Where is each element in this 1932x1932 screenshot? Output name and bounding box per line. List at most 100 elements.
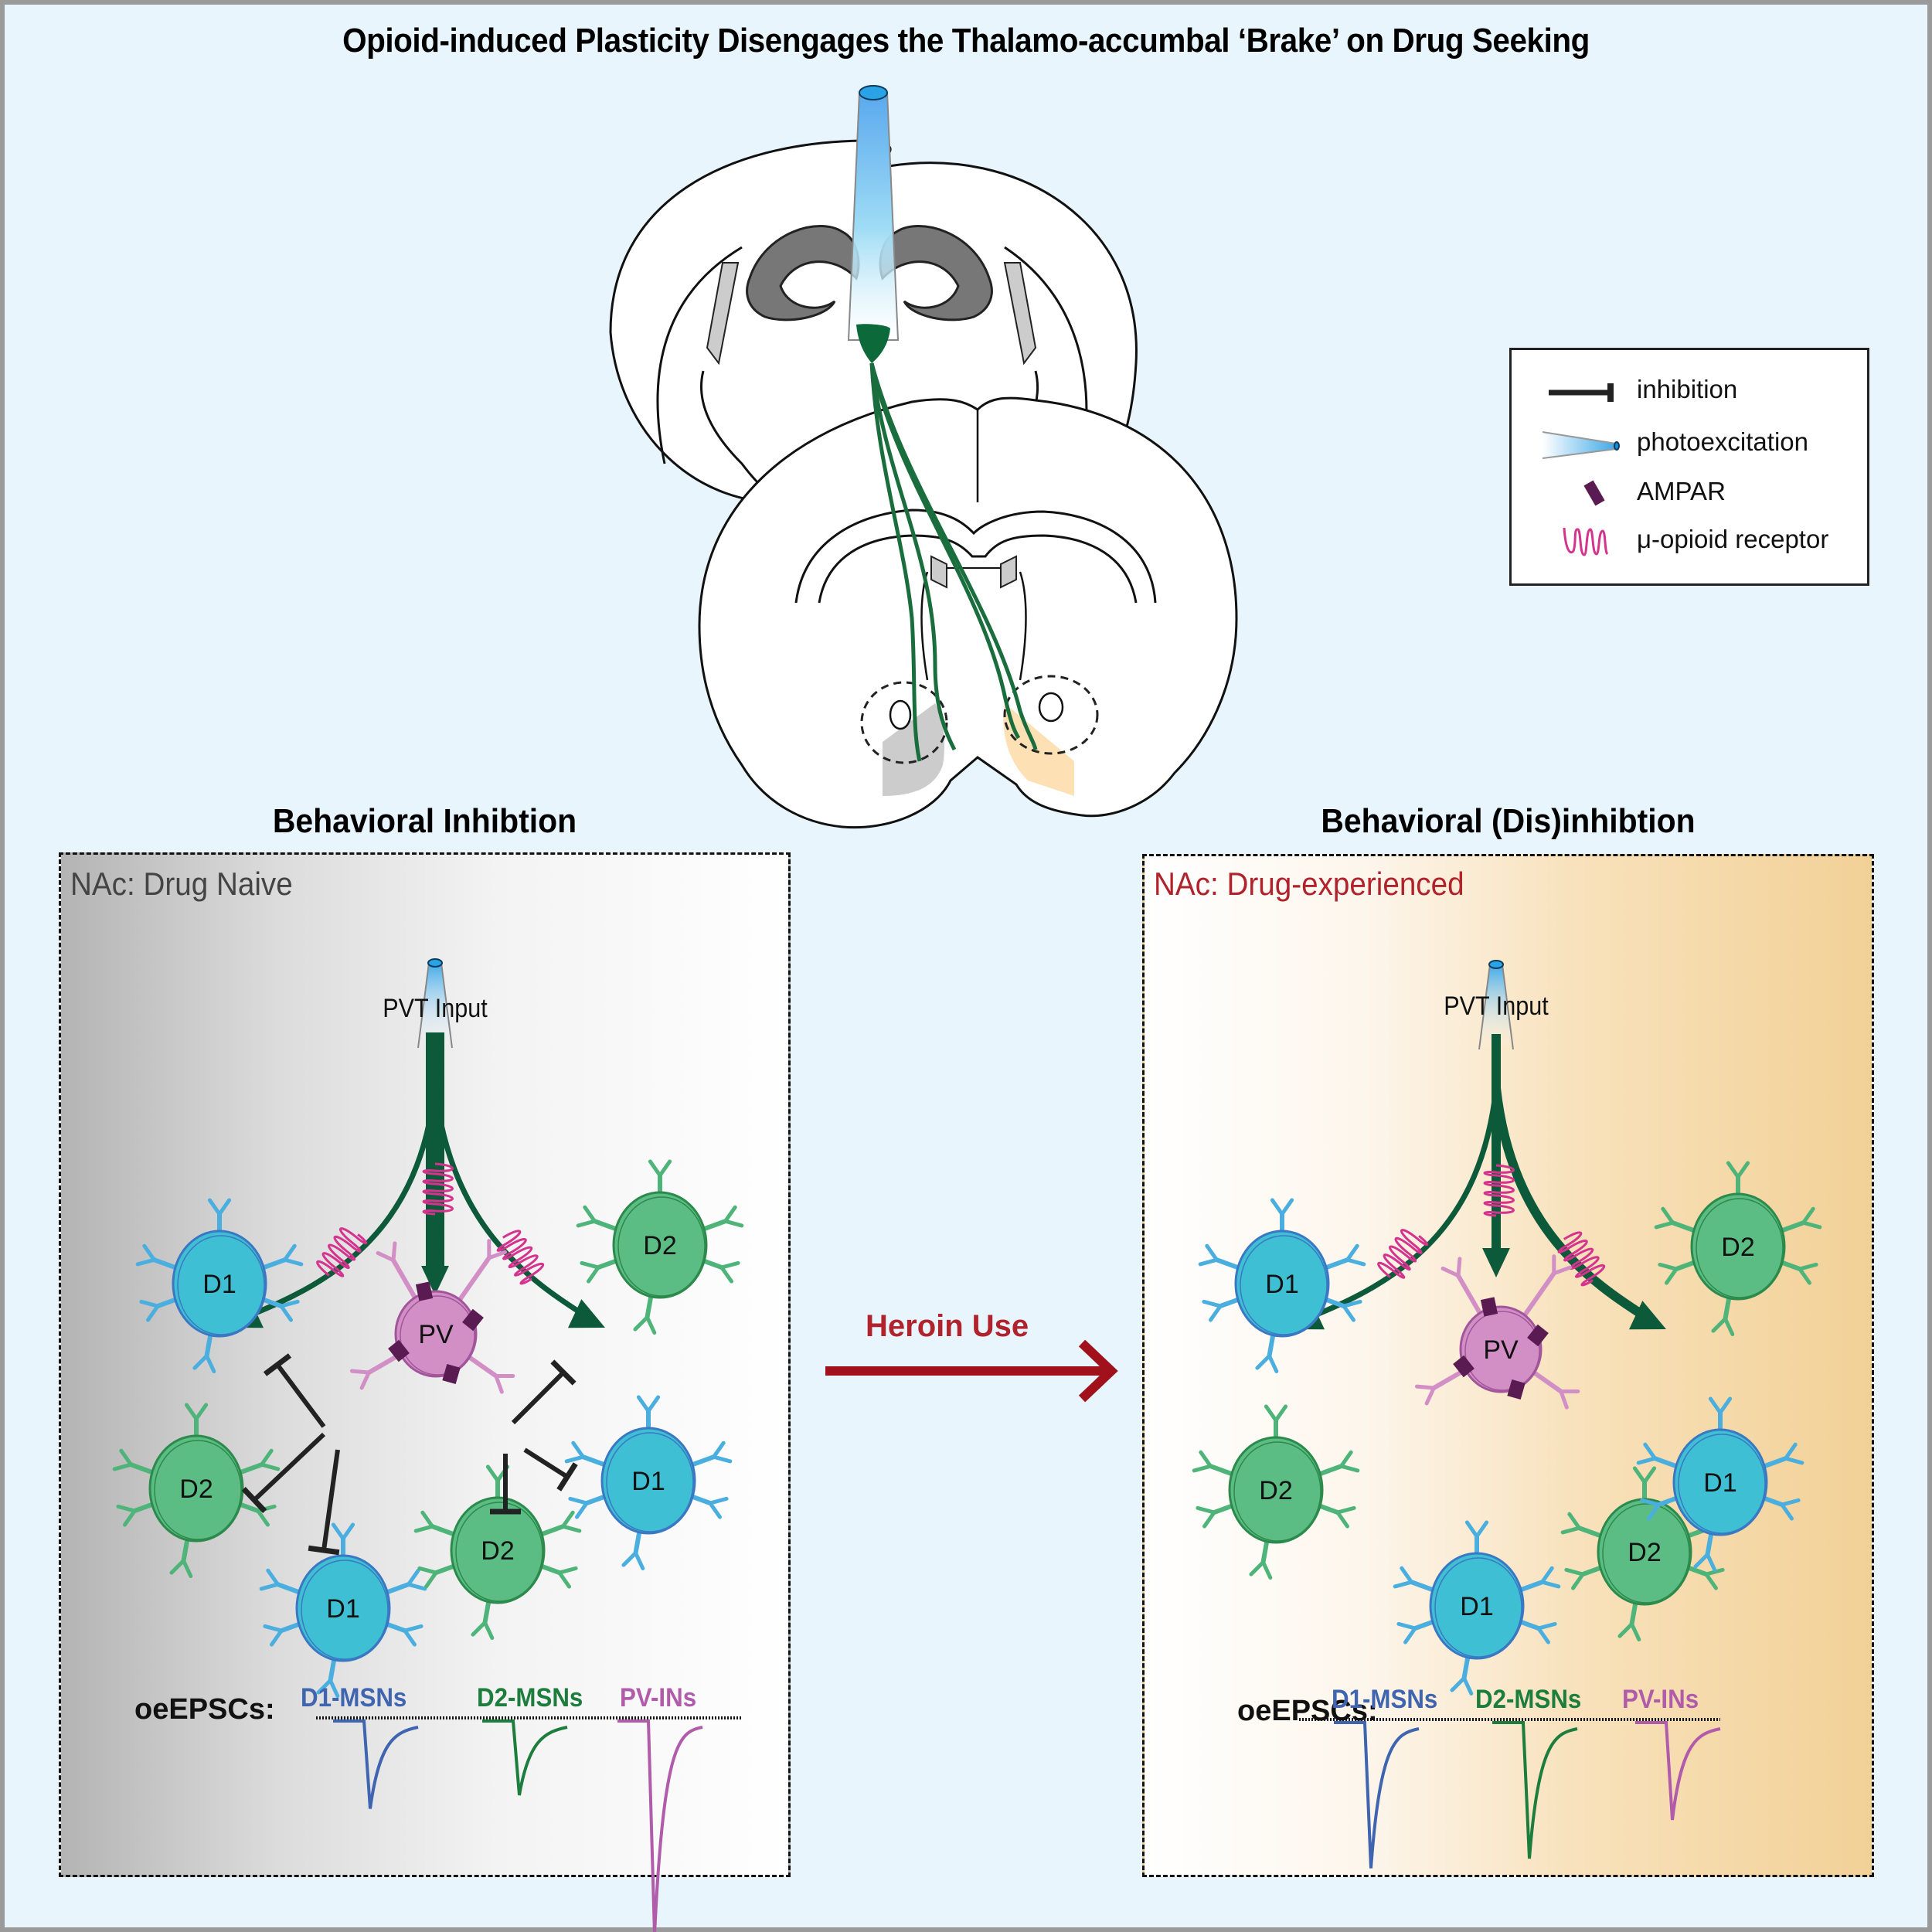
oeepsc-trace-d2	[1492, 1721, 1578, 1859]
panel-label: NAc: Drug-experienced	[1154, 866, 1464, 902]
ampar-icon	[442, 1363, 461, 1385]
neuron-label: D1	[326, 1594, 359, 1624]
d2-neuron: D2	[112, 1403, 281, 1578]
oeepscs-label: oeEPSCs:	[134, 1693, 275, 1726]
trace-label-d2: D2-MSNs	[477, 1683, 583, 1713]
neuron-label: D1	[202, 1270, 236, 1299]
d2-neuron: D2	[413, 1464, 582, 1640]
oeepsc-trace-d1	[1334, 1721, 1420, 1869]
neuron-label: D2	[1259, 1476, 1292, 1505]
neuron-label: D2	[643, 1231, 676, 1260]
inhibition-icon	[308, 1449, 340, 1556]
inhibition-icon	[511, 1359, 577, 1425]
neuron-label: D2	[481, 1536, 514, 1566]
ampar-icon	[388, 1339, 410, 1362]
oeepsc-trace-d2	[482, 1719, 568, 1796]
nac-core-shell-left	[883, 703, 944, 796]
ampar-icon	[1507, 1379, 1526, 1400]
d1-neuron: D1	[135, 1198, 304, 1373]
ampar-icon	[1583, 480, 1605, 506]
legend-label: inhibition	[1637, 375, 1738, 403]
photoexcitation-icon	[417, 958, 453, 1049]
ampar-icon	[1480, 1297, 1498, 1317]
figure-title: Opioid-induced Plasticity Disengages the…	[342, 22, 1590, 60]
pathway-to-d1	[240, 1086, 438, 1321]
transition-arrow-icon	[825, 1339, 1118, 1403]
mu-opioid-receptor-icon	[316, 1227, 368, 1277]
legend-item-ampar: AMPAR	[1512, 472, 1867, 519]
pvt-nucleus	[856, 324, 890, 363]
neuron-label: D1	[1265, 1270, 1298, 1299]
photoexcitation-icon	[1542, 431, 1620, 459]
d2-neuron: D2	[1654, 1161, 1822, 1336]
inhibition-icon	[263, 1353, 326, 1428]
left-panel-heading: Behavioral Inhibtion	[272, 802, 577, 840]
oeepsc-trace-d1	[333, 1719, 419, 1809]
oeepsc-trace-pv	[1635, 1721, 1721, 1821]
nac-core-shell-right	[1003, 703, 1074, 796]
d1-neuron: D1	[1198, 1198, 1366, 1373]
inhibition-icon	[490, 1454, 521, 1515]
optic-fiber-icon	[847, 85, 900, 341]
legend-label: μ-opioid receptor	[1637, 525, 1829, 553]
d1-neuron: D1	[1636, 1396, 1804, 1572]
anterior-brain-section	[698, 396, 1238, 829]
pvt-input-label: PVT Input	[1444, 992, 1549, 1021]
pvt-input-label: PVT Input	[383, 994, 488, 1023]
d2-neuron: D2	[1560, 1466, 1729, 1641]
neuron-label: D2	[1628, 1538, 1661, 1567]
brain-diagram	[609, 85, 1238, 829]
nac-boundary-left	[860, 681, 948, 764]
trace-label-d1: D1-MSNs	[301, 1683, 407, 1713]
d2-neuron: D2	[1192, 1404, 1360, 1580]
mu-opioid-receptor-icon	[1563, 527, 1609, 556]
legend: inhibition photoexcitation AMPAR μ-opioi…	[1509, 348, 1869, 586]
ampar-icon	[1453, 1355, 1475, 1378]
arrowhead-icon	[421, 1266, 449, 1295]
mu-opioid-receptor-icon	[1483, 1164, 1515, 1217]
neuron-label: D1	[631, 1467, 665, 1496]
arrowhead-icon	[568, 1299, 605, 1328]
arrowhead-icon	[1629, 1301, 1666, 1330]
legend-item-mu-opioid-receptor: μ-opioid receptor	[1512, 520, 1867, 566]
trace-label-d1: D1-MSNs	[1332, 1685, 1438, 1714]
mu-opioid-receptor-icon	[496, 1230, 545, 1285]
neuron-label: D1	[1703, 1468, 1736, 1498]
mu-opioid-receptor-icon	[1377, 1229, 1429, 1279]
pv-neuron: PV	[349, 1239, 515, 1394]
neuron-label: D2	[1721, 1233, 1754, 1262]
pathway-to-d2	[432, 1086, 591, 1321]
mu-opioid-receptor-icon	[1557, 1231, 1606, 1287]
inhibition-icon	[523, 1447, 578, 1492]
panel-label: NAc: Drug Naive	[70, 866, 293, 902]
legend-item-photoexcitation: photoexcitation	[1512, 418, 1867, 464]
d1-neuron: D1	[259, 1522, 427, 1698]
d2-neuron: D2	[576, 1159, 744, 1335]
pathway-to-d2	[1492, 1087, 1654, 1325]
pvt-projection-fibers	[869, 362, 1038, 762]
d1-neuron: D1	[1393, 1520, 1561, 1696]
arrowhead-icon	[1482, 1248, 1510, 1277]
trace-label-pv: PV-INs	[620, 1683, 697, 1713]
neuron-label: PV	[1483, 1335, 1519, 1365]
trace-label-d2: D2-MSNs	[1475, 1685, 1582, 1714]
mu-opioid-receptor-icon	[422, 1162, 454, 1216]
legend-label: photoexcitation	[1637, 427, 1808, 456]
oeepsc-trace-pv	[617, 1719, 703, 1932]
oeepscs-label: oeEPSCs:	[1237, 1695, 1378, 1727]
inhibition-icon	[241, 1432, 326, 1513]
trace-label-pv: PV-INs	[1622, 1685, 1699, 1714]
neuron-label: PV	[418, 1320, 454, 1349]
ampar-icon	[462, 1308, 484, 1332]
photoexcitation-icon	[1478, 960, 1514, 1050]
ampar-icon	[1527, 1324, 1549, 1347]
right-panel-heading: Behavioral (Dis)inhibtion	[1321, 802, 1696, 840]
legend-item-inhibition: inhibition	[1512, 366, 1867, 412]
heroin-use-label: Heroin Use	[866, 1309, 1029, 1343]
d1-neuron: D1	[564, 1395, 733, 1570]
pv-neuron: PV	[1414, 1254, 1580, 1410]
